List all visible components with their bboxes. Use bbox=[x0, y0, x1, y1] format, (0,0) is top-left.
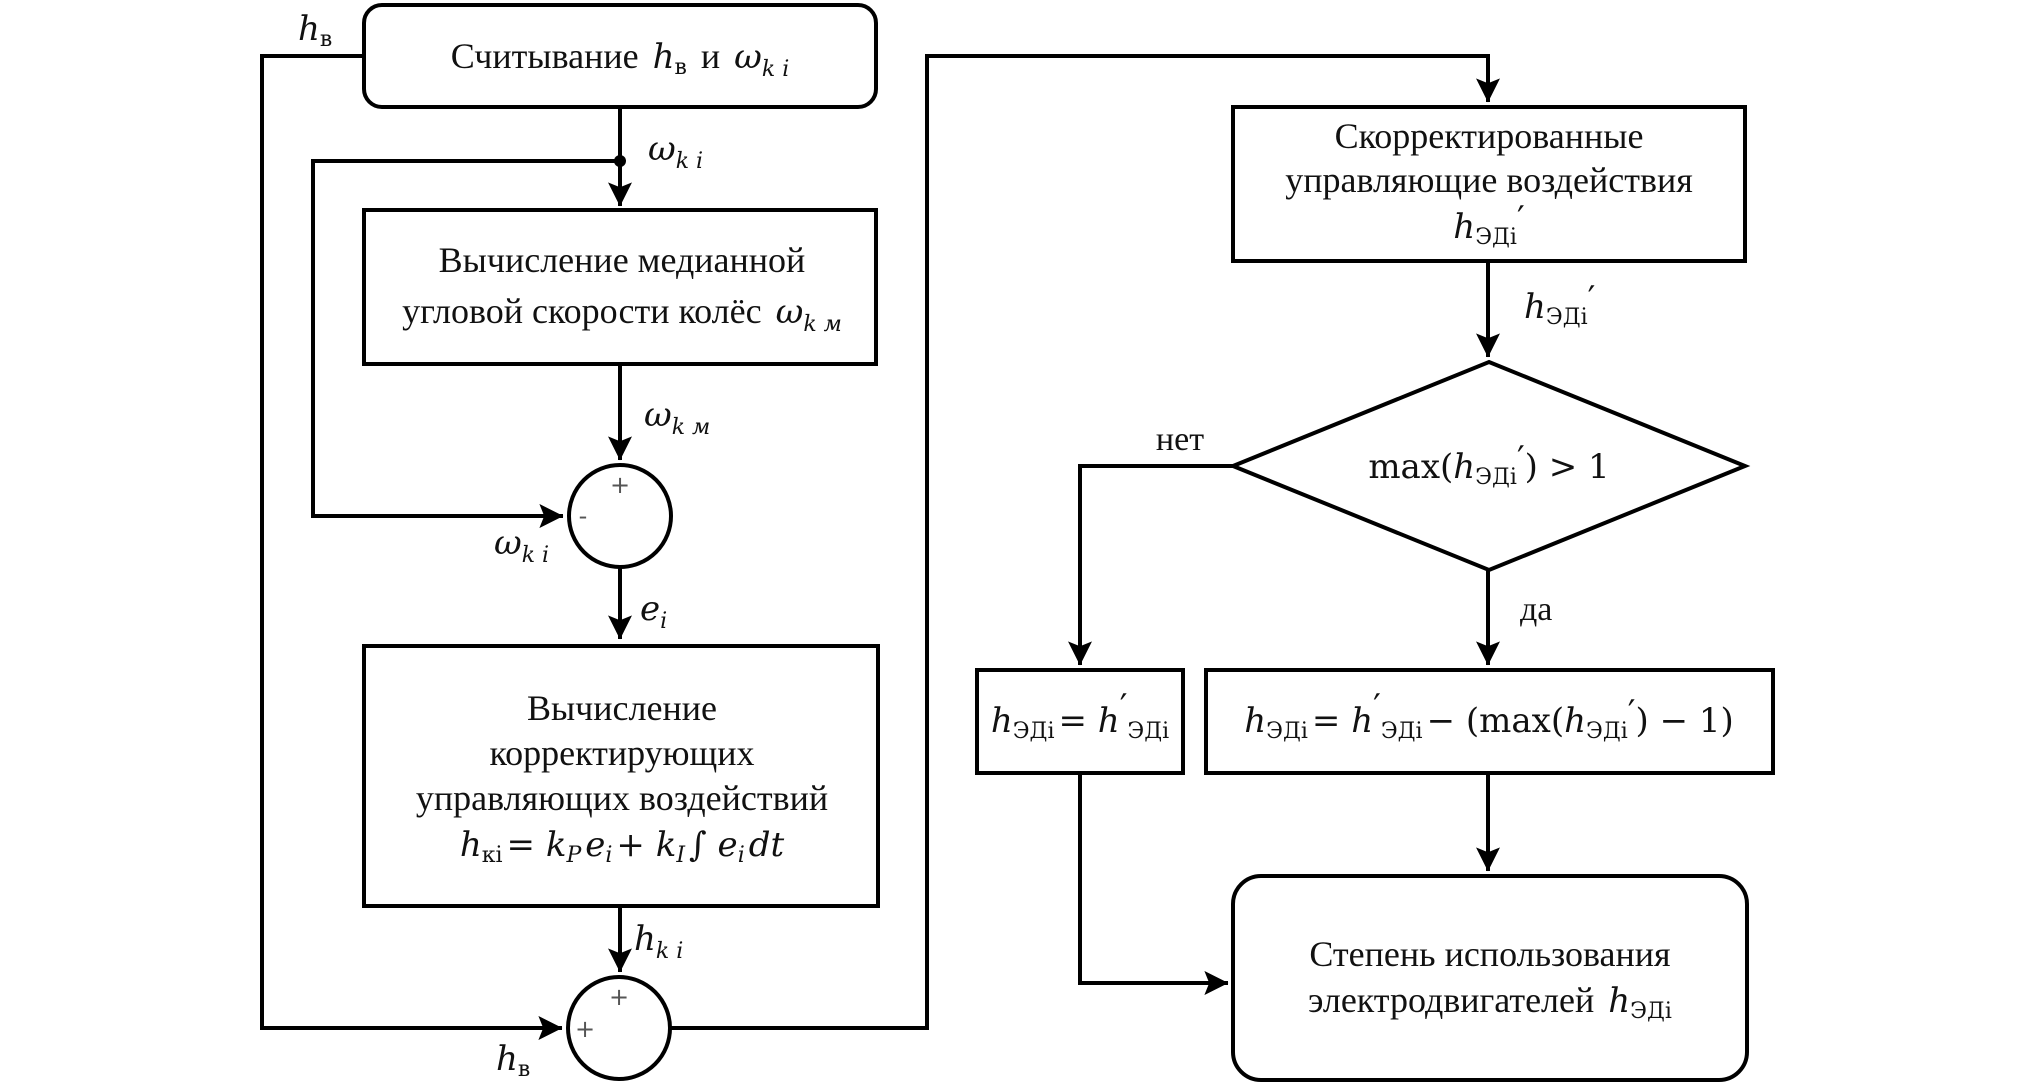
yes-label: да bbox=[1520, 591, 1552, 628]
median-block-line1: Вычисление медианной bbox=[439, 240, 806, 280]
no-to-result-line bbox=[1078, 771, 1229, 995]
decision-diamond: max(hЭДi′) > 1 bbox=[1227, 359, 1751, 573]
corrected-block-line1: Скорректированные bbox=[1335, 116, 1644, 156]
h-ed-prime-label: hЭДi′ bbox=[1524, 279, 1595, 330]
corrected-block: Скорректированные управляющие воздействи… bbox=[1231, 105, 1747, 263]
correction-block: Вычисление корректирующих управляющих во… bbox=[362, 644, 880, 908]
svg-text:hЭДi′: hЭДi′ bbox=[1453, 199, 1524, 250]
correction-block-line2: корректирующих bbox=[489, 733, 754, 773]
hv-top-label: hв bbox=[298, 9, 332, 52]
yes-assign-block: hЭДi = h′ЭДi − (max(hЭДi′) − 1) bbox=[1204, 668, 1775, 775]
error-summator: + - bbox=[567, 463, 673, 569]
read-block-label: Считывание bbox=[451, 36, 639, 76]
svg-text:Считывание hв и: Считывание hв и ωk i bbox=[451, 36, 790, 82]
e-i-label: ei bbox=[640, 589, 667, 634]
result-block: Степень использования электродвигателей … bbox=[1231, 874, 1749, 1082]
no-label: нет bbox=[1156, 421, 1204, 458]
result-block-line1: Степень использования bbox=[1309, 934, 1670, 974]
yes-assign-formula: hЭДi = h′ЭДi − (max(hЭДi′) − 1) bbox=[1244, 687, 1734, 744]
hv-bottom-label: hв bbox=[496, 1039, 530, 1082]
corrected-block-line2: управляющие воздействия bbox=[1285, 160, 1693, 200]
read-block: Считывание hв и ωk i bbox=[362, 3, 878, 109]
summator-plus-sign: + bbox=[609, 983, 629, 1011]
summator-plus-sign: + bbox=[610, 471, 630, 499]
no-assign-formula: hЭДi = h′ЭДi bbox=[991, 687, 1169, 744]
decision-condition: max(hЭДi′) > 1 bbox=[1368, 439, 1609, 490]
correction-block-line1: Вычисление bbox=[527, 688, 717, 728]
median-block: Вычисление медианной угловой скорости ко… bbox=[362, 208, 878, 366]
output-summator: + + bbox=[566, 975, 672, 1081]
omega-ki-loop-line bbox=[311, 159, 622, 528]
no-assign-block: hЭДi = h′ЭДi bbox=[975, 668, 1185, 775]
pi-formula: hкi = kP ei + kI ∫ ei dt bbox=[460, 825, 785, 868]
summator-minus-sign: - bbox=[579, 502, 588, 530]
correction-block-line3: управляющих воздействий bbox=[416, 778, 828, 818]
hv-feed-line bbox=[260, 54, 563, 1040]
result-block-line2: электродвигателей bbox=[1308, 980, 1594, 1020]
no-branch-line bbox=[1068, 464, 1235, 666]
omega-ki-top-label: ωk i bbox=[648, 129, 703, 174]
svg-text:угловой скорости колёс ω: угловой скорости колёс ωk м bbox=[402, 291, 842, 337]
h-ki-label: hk i bbox=[634, 919, 683, 964]
summator-plus-sign: + bbox=[575, 1015, 595, 1043]
omega-km-label: ωk м bbox=[644, 395, 710, 440]
median-block-line2: угловой скорости колёс bbox=[402, 291, 762, 331]
omega-ki-loop-label: ωk i bbox=[494, 523, 549, 568]
svg-text:электродвигателей hЭДi: электродвигателей hЭДi bbox=[1308, 980, 1672, 1024]
output-to-corrected-line bbox=[668, 54, 1500, 1030]
